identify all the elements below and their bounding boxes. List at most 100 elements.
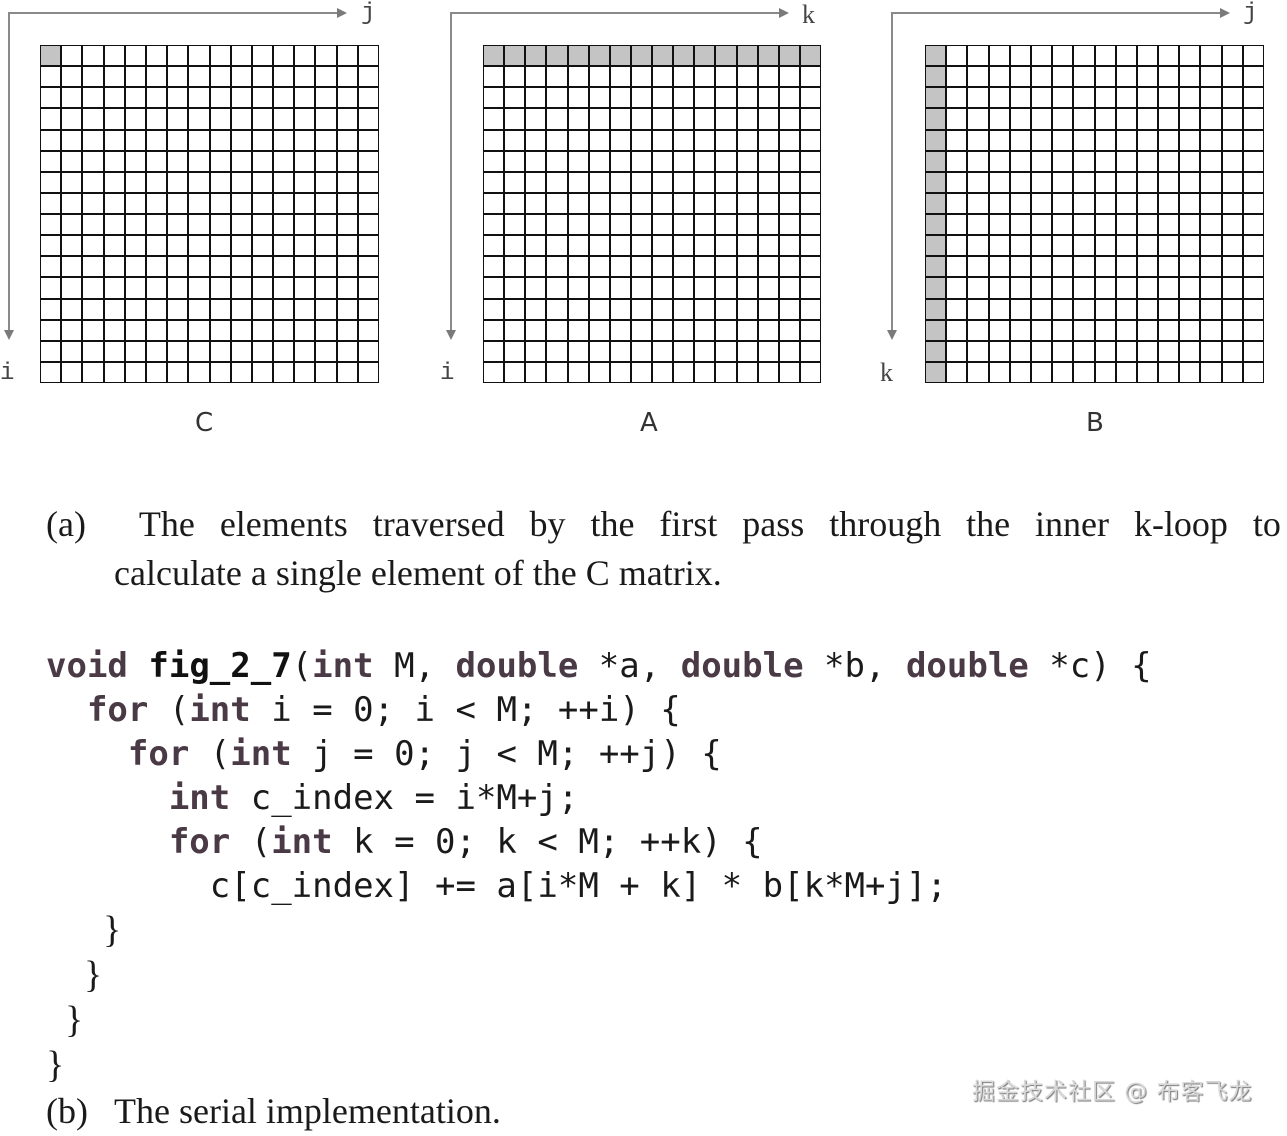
matrix-cell [631,215,651,235]
matrix-cell [83,320,103,340]
matrix-cell [210,257,230,277]
matrix-cell [83,88,103,108]
matrix-cell [1137,109,1158,129]
matrix-cell [653,341,673,361]
matrix-cell [1243,67,1263,87]
matrix-cell [505,341,525,361]
matrix-cell [800,130,820,150]
caption-word: the [590,504,635,544]
matrix-cell [610,109,630,129]
matrix-cell [947,130,967,150]
matrix-cell [337,320,357,340]
matrix-cell [989,341,1009,361]
matrix-cell [337,151,357,171]
matrix-cell [210,215,230,235]
matrix-cell [337,257,357,277]
matrix-cell [295,151,315,171]
matrix-cell [1074,278,1094,298]
matrix-cell [210,130,230,150]
matrix-cell [505,299,525,319]
matrix-cell [189,278,209,298]
matrix-cell [547,299,567,319]
matrix-cell [1074,67,1094,87]
matrix-cell [758,278,778,298]
matrix-cell [316,257,336,277]
matrix-cell [631,320,651,340]
matrix-grid-c [40,45,379,383]
matrix-cell [989,257,1009,277]
matrix-cell [210,46,230,66]
matrix-cell [83,130,103,150]
matrix-cell [1031,109,1052,129]
matrix-cell [484,278,504,298]
matrix-cell [505,193,525,213]
matrix-cell [1180,215,1200,235]
matrix-cell [1159,67,1179,87]
highlighted-cell [926,299,946,319]
highlighted-cell [926,257,946,277]
matrix-cell [189,46,209,66]
matrix-cell [484,88,504,108]
matrix-cell [1201,88,1221,108]
matrix-cell [968,215,988,235]
matrix-cell [653,236,673,256]
matrix-cell [695,215,715,235]
matrix-cell [189,236,209,256]
matrix-cell [653,67,673,87]
matrix-cell [484,320,504,340]
matrix-cell [295,236,315,256]
matrix-cell [1243,172,1263,192]
highlighted-cell [716,46,736,66]
matrix-cell [610,88,630,108]
matrix-cell [1222,236,1242,256]
matrix-cell [779,341,799,361]
col-axis-label: j [361,0,376,27]
matrix-cell [1243,341,1263,361]
matrix-cell [41,172,61,192]
matrix-cell [758,172,778,192]
matrix-cell [104,109,124,129]
matrix-cell [695,67,715,87]
matrix-cell [568,257,588,277]
matrix-cell [968,299,988,319]
matrix-cell [695,341,715,361]
code-line: c[c_index] += a[i*M + k] * b[k*M+j]; [209,866,947,906]
matrix-cell [274,46,294,66]
highlighted-cell [674,46,694,66]
matrix-cell [358,257,378,277]
matrix-cell [610,67,630,87]
caption-word: to [1252,504,1281,544]
matrix-cell [631,257,651,277]
matrix-cell [989,299,1009,319]
matrix-cell [104,257,124,277]
matrix-cell [1095,130,1115,150]
matrix-cell [210,320,230,340]
matrix-cell [800,88,820,108]
matrix-cell [653,130,673,150]
matrix-cell [1116,341,1136,361]
matrix-cell [104,236,124,256]
matrix-cell [210,362,230,382]
matrix-cell [316,320,336,340]
matrix-cell [568,341,588,361]
matrix-cell [674,88,694,108]
highlighted-cell [779,46,799,66]
matrix-cell [1159,88,1179,108]
matrix-cell [526,130,546,150]
matrix-cell [125,67,145,87]
matrix-cell [1031,299,1052,319]
highlighted-cell [526,46,546,66]
matrix-cell [1222,67,1242,87]
matrix-cell [1137,299,1158,319]
matrix-cell [189,362,209,382]
matrix-cell [758,151,778,171]
matrix-cell [316,46,336,66]
matrix-cell [83,46,103,66]
matrix-cell [125,193,145,213]
highlighted-cell [926,46,946,66]
matrix-cell [695,299,715,319]
matrix-cell [1201,193,1221,213]
matrix-cell [968,362,988,382]
matrix-cell [947,193,967,213]
matrix-cell [1074,215,1094,235]
